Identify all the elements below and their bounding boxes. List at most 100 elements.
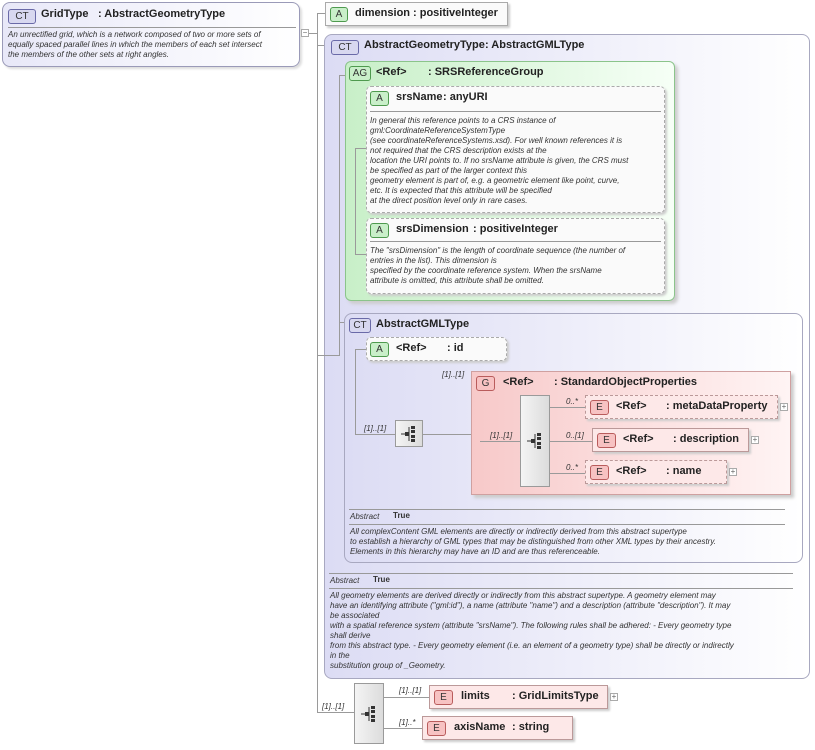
connector [355, 148, 356, 254]
complex-type-icon: CT [331, 40, 359, 55]
abstract-geometry-type-name: AbstractGeometryType [364, 39, 485, 51]
id-attribute[interactable]: A <Ref> : id [366, 337, 507, 361]
sequence-icon [361, 706, 375, 722]
element-icon: E [590, 400, 609, 415]
dimension-attribute[interactable]: A dimension : positiveInteger [325, 2, 508, 26]
group-ref: <Ref> [503, 376, 534, 388]
connector [355, 349, 356, 435]
connector [480, 441, 521, 442]
connector [423, 434, 473, 435]
collapse-gridtype-icon[interactable]: − [301, 28, 309, 37]
element-icon: E [590, 465, 609, 480]
expand-limits-icon[interactable]: + [610, 692, 618, 701]
connector [309, 33, 317, 34]
connector [339, 75, 340, 355]
connector [317, 355, 340, 356]
description-element[interactable]: E <Ref> : description [592, 428, 749, 452]
dimension-name: dimension [355, 7, 411, 19]
expand-description-icon[interactable]: + [751, 435, 759, 444]
connector [317, 712, 354, 713]
connector [339, 322, 347, 323]
sequence-icon [401, 426, 415, 442]
srs-group-type: : SRSReferenceGroup [428, 66, 544, 78]
sequence-icon [527, 433, 541, 449]
limits-multiplicity: [1]..[1] [399, 686, 422, 695]
abstract-geometry-type-base: : AbstractGMLType [485, 39, 585, 51]
abstract-label: Abstract [330, 576, 360, 585]
connector [550, 473, 586, 474]
sequence-multiplicity: [1]..[1] [364, 424, 387, 433]
dimension-type: : positiveInteger [413, 7, 498, 19]
description-ref: <Ref> [623, 433, 654, 445]
srsname-name: srsName [396, 91, 443, 103]
gridtype-description: An unrectified grid, which is a network … [8, 30, 262, 59]
metadataproperty-element[interactable]: E <Ref> : metaDataProperty [585, 395, 778, 419]
sequence-compositor[interactable] [520, 395, 550, 487]
abstract-divider [329, 573, 793, 574]
group-type: : StandardObjectProperties [554, 376, 698, 388]
expand-name-icon[interactable]: + [729, 467, 737, 476]
axisname-element[interactable]: E axisName : string [422, 716, 573, 740]
connector [550, 441, 593, 442]
group-icon: G [476, 376, 495, 391]
gridtype-base: : AbstractGeometryType [98, 8, 226, 20]
connector [384, 697, 429, 698]
expand-metadataproperty-icon[interactable]: + [780, 402, 788, 411]
limits-type: : GridLimitsType [512, 690, 599, 702]
srsdimension-type: : positiveInteger [473, 223, 558, 235]
srsdimension-divider [370, 241, 661, 242]
abstract-value: True [373, 575, 390, 584]
abstract-geometry-description: All geometry elements are derived direct… [330, 591, 734, 670]
axisname-type: : string [512, 721, 550, 733]
axisname-multiplicity: [1]..* [399, 718, 416, 727]
gridtype-box[interactable]: CT GridType : AbstractGeometryType An un… [2, 2, 300, 67]
connector [339, 75, 347, 76]
attribute-icon: A [370, 342, 389, 357]
attribute-group-icon: AG [349, 66, 371, 81]
srsname-type: : anyURI [443, 91, 488, 103]
abstract-divider [349, 509, 785, 510]
connector [384, 728, 422, 729]
attribute-icon: A [370, 223, 389, 238]
connector [355, 254, 367, 255]
element-multiplicity: 0..* [566, 463, 579, 472]
abstract-divider [349, 524, 785, 525]
abstract-gml-description: All complexContent GML elements are dire… [350, 527, 716, 556]
attribute-icon: A [370, 91, 389, 106]
connector [317, 13, 318, 713]
gridtype-divider [8, 27, 296, 28]
metadataproperty-type: : metaDataProperty [666, 400, 768, 412]
srsdimension-name: srsDimension [396, 223, 469, 235]
connector [355, 349, 367, 350]
description-type: : description [673, 433, 740, 445]
limits-name: limits [461, 690, 490, 702]
group-multiplicity: [1]..[1] [442, 370, 465, 379]
name-type: : name [666, 465, 702, 477]
abstract-label: Abstract [350, 512, 380, 521]
attribute-icon: A [330, 7, 348, 22]
metadataproperty-ref: <Ref> [616, 400, 647, 412]
gridtype-name: GridType [41, 8, 89, 20]
element-multiplicity: 0..* [566, 397, 579, 406]
connector [355, 434, 395, 435]
connector [550, 407, 586, 408]
grid-sequence-compositor[interactable] [354, 683, 384, 744]
srsname-attribute[interactable]: A srsName : anyURI In general this refer… [366, 86, 665, 213]
name-ref: <Ref> [616, 465, 647, 477]
complex-type-icon: CT [349, 318, 371, 333]
name-element[interactable]: E <Ref> : name [585, 460, 727, 484]
srsname-description: In general this reference points to a CR… [370, 116, 629, 205]
complex-type-icon: CT [8, 9, 36, 24]
sequence-compositor[interactable] [395, 420, 423, 447]
axisname-name: axisName [454, 721, 506, 733]
connector [317, 45, 325, 46]
element-icon: E [434, 690, 453, 705]
element-multiplicity: 0..[1] [566, 431, 584, 440]
srsdimension-attribute[interactable]: A srsDimension : positiveInteger The "sr… [366, 218, 665, 294]
element-icon: E [597, 433, 616, 448]
connector [355, 148, 367, 149]
sequence-multiplicity: [1]..[1] [490, 431, 513, 440]
limits-element[interactable]: E limits : GridLimitsType [429, 685, 608, 709]
srsdimension-description: The "srsDimension" is the length of coor… [370, 246, 626, 285]
srs-group-ref: <Ref> [376, 66, 407, 78]
